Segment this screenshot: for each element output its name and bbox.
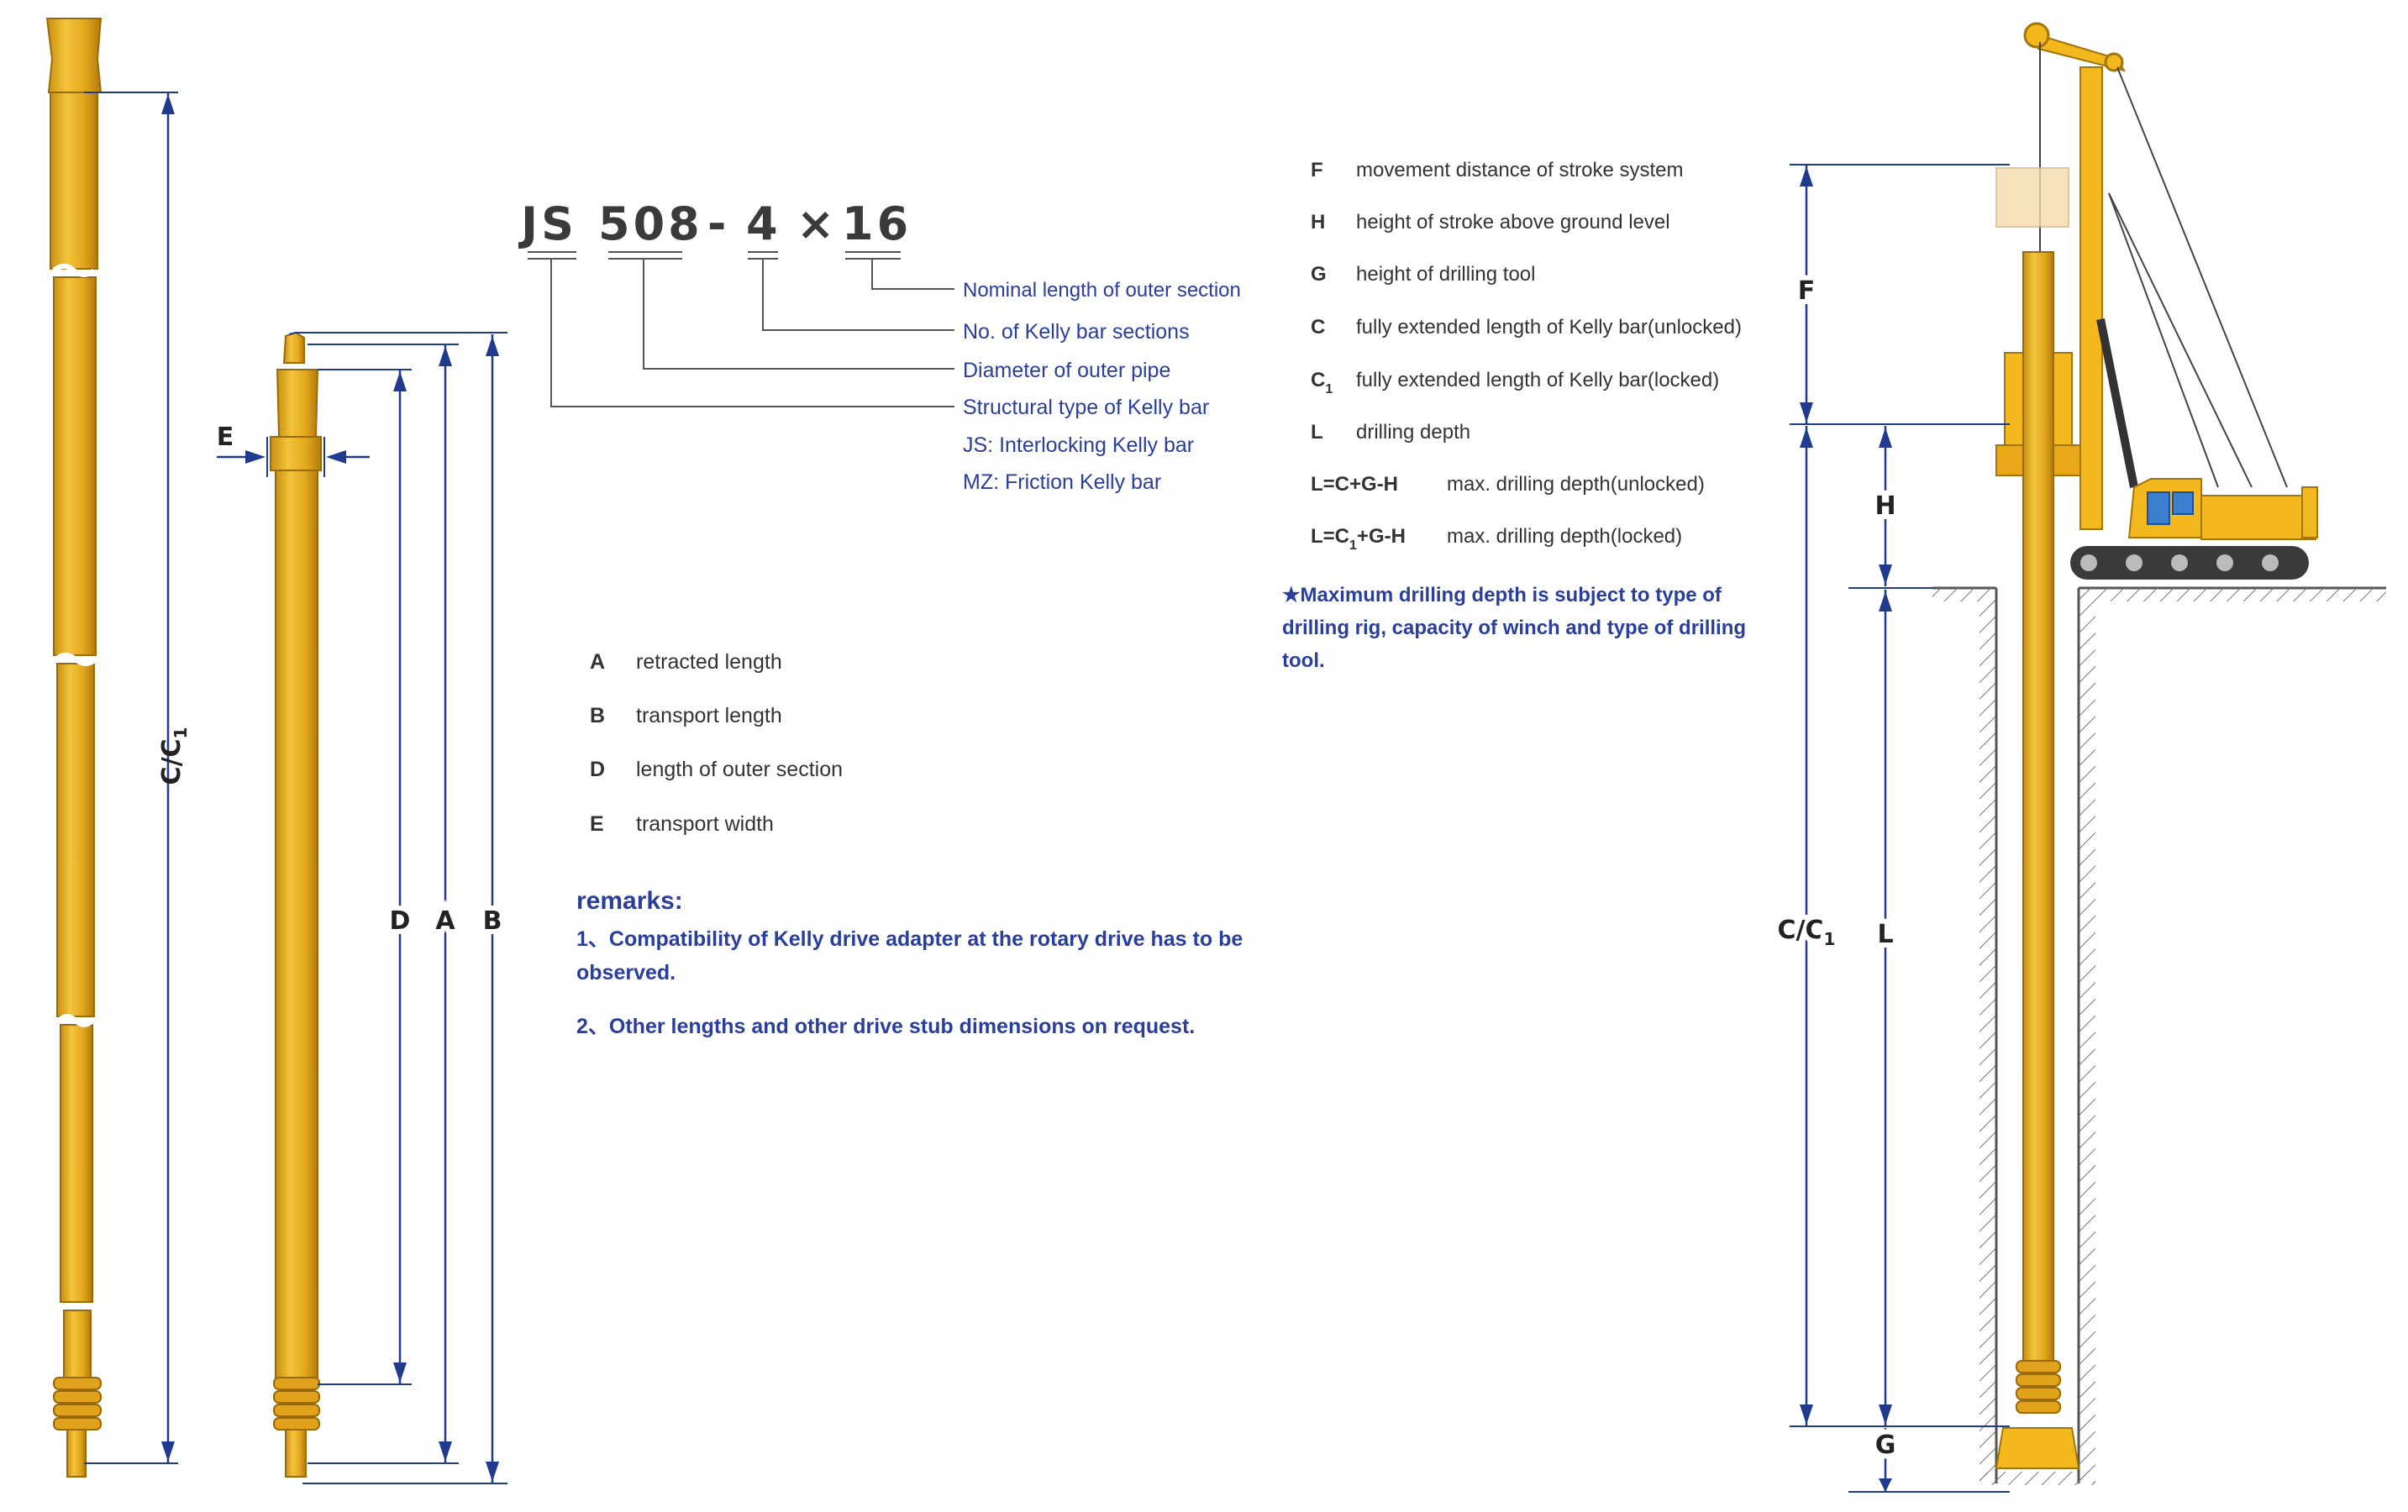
dim-h-label: H <box>1874 491 1895 521</box>
svg-text:L=C1+G-H: L=C1+G-H <box>1311 525 1406 553</box>
legend-text-d: length of outer section <box>636 758 843 781</box>
code-diameter: 508 <box>598 197 703 250</box>
formula-locked-text: max. drilling depth(locked) <box>1447 525 1682 548</box>
code-legend-type: Structural type of Kelly bar <box>963 396 1209 419</box>
dim-a-label: A <box>435 906 455 936</box>
code-times: × <box>797 197 838 250</box>
svg-text:C/C1: C/C1 <box>157 727 191 785</box>
formula-unlocked: L=C+G-H <box>1311 473 1398 496</box>
rlegend-text-c: fully extended length of Kelly bar(unloc… <box>1356 316 1742 339</box>
rlegend-text-f: movement distance of stroke system <box>1356 159 1683 181</box>
note-line3: tool. <box>1282 649 1325 672</box>
rlegend-key-h: H <box>1311 211 1325 234</box>
dim-c-sub: 1 <box>171 727 191 739</box>
model-code: JS 508 - 4 × 16 Nominal length of outer … <box>518 197 1241 494</box>
note-line1: ★Maximum drilling depth is subject to ty… <box>1282 584 1722 606</box>
code-legend-diameter: Diameter of outer pipe <box>963 359 1170 382</box>
remarks: remarks: 1、Compatibility of Kelly drive … <box>576 887 1243 1038</box>
dim-b-label: B <box>483 906 502 936</box>
note-line2: drilling rig, capacity of winch and type… <box>1282 617 1746 639</box>
remarks-item1-line2: observed. <box>576 961 676 984</box>
dim-c-right-label: C/C <box>1778 916 1824 945</box>
rlegend-text-c1: fully extended length of Kelly bar(locke… <box>1356 369 1719 391</box>
formula-locked-a: L=C <box>1311 525 1349 548</box>
dimension-a: A <box>308 344 460 1464</box>
rlegend-key-c: C <box>1311 316 1325 339</box>
code-legend-sections: No. of Kelly bar sections <box>963 320 1190 344</box>
legend-key-a: A <box>590 650 605 674</box>
rlegend-key-c1: C <box>1311 369 1325 391</box>
code-dash: - <box>707 197 729 250</box>
rig-dimensions: F C/C1 H L G <box>1773 164 2010 1493</box>
svg-text:C1: C1 <box>1311 369 1333 396</box>
code-prefix: JS <box>518 197 577 250</box>
dim-d-label: D <box>390 906 411 936</box>
dim-c-right-sub: 1 <box>1824 929 1836 949</box>
legend-key-b: B <box>590 704 605 727</box>
dimension-e: E <box>217 423 370 477</box>
code-length: 16 <box>842 197 912 250</box>
rlegend-key-l: L <box>1311 421 1323 444</box>
legend-text-a: retracted length <box>636 650 782 674</box>
rlegend-key-f: F <box>1311 159 1323 181</box>
rlegend-key-g: G <box>1311 263 1327 286</box>
dimension-c: C/C1 <box>84 92 191 1464</box>
retracted-kelly-bar <box>270 331 322 1478</box>
left-legend: A retracted length B transport length D … <box>590 650 843 836</box>
legend-text-e: transport width <box>636 812 774 836</box>
code-legend-length: Nominal length of outer section <box>963 279 1241 302</box>
remarks-item2: 2、Other lengths and other drive stub dim… <box>576 1015 1195 1038</box>
drilling-rig <box>1932 22 2386 1485</box>
code-legend-mz: MZ: Friction Kelly bar <box>963 470 1161 494</box>
dim-e-label: E <box>217 423 234 452</box>
dim-c-label: C/C <box>157 738 187 785</box>
remarks-item1-line1: 1、Compatibility of Kelly drive adapter a… <box>576 927 1243 951</box>
rlegend-text-l: drilling depth <box>1356 421 1470 444</box>
legend-key-e: E <box>590 812 604 836</box>
rlegend-text-g: height of drilling tool <box>1356 263 1535 286</box>
legend-text-b: transport length <box>636 704 782 727</box>
dimension-d: D <box>318 369 415 1385</box>
code-legend-js: JS: Interlocking Kelly bar <box>963 433 1194 457</box>
dim-g-label: G <box>1875 1431 1896 1460</box>
remarks-title: remarks: <box>576 887 683 915</box>
formula-locked-b: +G-H <box>1357 525 1406 548</box>
legend-key-d: D <box>590 758 605 781</box>
dim-l-label: L <box>1877 920 1893 949</box>
code-sections: 4 <box>746 197 781 250</box>
rlegend-text-h: height of stroke above ground level <box>1356 211 1670 234</box>
svg-text:C/C1: C/C1 <box>1778 916 1836 949</box>
right-legend: F movement distance of stroke system H h… <box>1282 159 1746 672</box>
formula-locked-sub: 1 <box>1349 538 1357 553</box>
formula-unlocked-text: max. drilling depth(unlocked) <box>1447 473 1705 496</box>
rlegend-key-c1-sub: 1 <box>1325 382 1333 396</box>
extended-kelly-bar <box>45 18 103 1478</box>
dim-f-label: F <box>1798 276 1816 306</box>
